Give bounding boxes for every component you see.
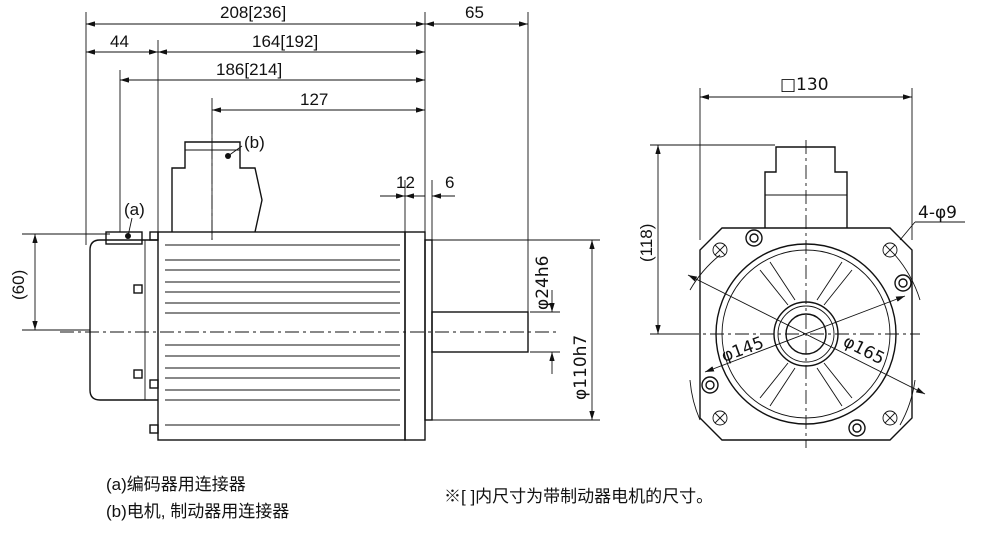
dim-overall-label: 208[236] bbox=[220, 3, 286, 22]
callout-a: (a) bbox=[124, 200, 145, 219]
spigot bbox=[424, 239, 433, 421]
dim-mounting-holes: 4-φ9 bbox=[918, 203, 957, 223]
dim-connector-a-label: 186[214] bbox=[216, 60, 282, 79]
note-a: (a)编码器用连接器 bbox=[106, 475, 246, 494]
dim-body-label: 164[192] bbox=[252, 32, 318, 51]
side-view: 208[236] 65 44 164[192] 186[214] 127 12 … bbox=[9, 3, 600, 441]
note-b: (b)电机, 制动器用连接器 bbox=[106, 502, 289, 521]
bracket-note: ※[ ]内尺寸为带制动器电机的尺寸。 bbox=[444, 487, 713, 506]
dim-inner-circle: φ145 bbox=[719, 333, 767, 367]
encoder-cover bbox=[89, 239, 158, 401]
dim-spigot-label: 6 bbox=[445, 173, 454, 192]
callout-b: (b) bbox=[244, 133, 265, 152]
motor-body bbox=[157, 231, 406, 441]
bolts bbox=[133, 231, 159, 434]
dim-encoder-label: 44 bbox=[110, 32, 129, 51]
dim-connector-b-height: (118) bbox=[637, 224, 656, 262]
connector-b-front bbox=[764, 146, 848, 228]
dim-spigot-diameter: φ110h7 bbox=[571, 335, 591, 400]
cooling-fins bbox=[165, 244, 400, 426]
mounting-holes bbox=[712, 242, 898, 426]
front-view: □130 (118) bbox=[637, 75, 965, 448]
dim-flange-square: □130 bbox=[780, 75, 829, 95]
connector-b bbox=[171, 141, 263, 233]
flange bbox=[404, 231, 426, 441]
dim-connector-a-height: (60) bbox=[9, 270, 28, 300]
connector-a bbox=[105, 231, 143, 245]
dim-connector-b-label: 127 bbox=[300, 90, 328, 109]
dim-shaft-label: 65 bbox=[465, 3, 484, 22]
extension-lines bbox=[85, 12, 529, 312]
dim-flange-label: 12 bbox=[396, 173, 415, 192]
dim-shaft-diameter: φ24h6 bbox=[533, 256, 553, 310]
